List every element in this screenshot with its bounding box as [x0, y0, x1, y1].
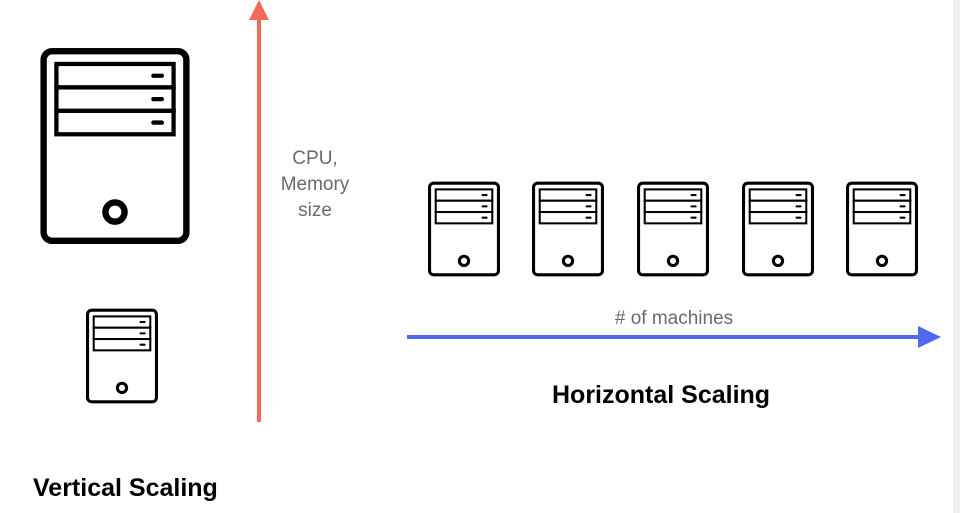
horizontal-arrow	[407, 326, 941, 348]
horizontal-server-icon-1	[428, 181, 500, 277]
horizontal-axis-label: # of machines	[614, 308, 734, 329]
horizontal-scaling-title: Horizontal Scaling	[552, 381, 771, 409]
vertical-axis-label-line-2: Memory	[280, 174, 350, 195]
large-server-icon	[40, 47, 190, 244]
horizontal-server-icon-3	[637, 181, 709, 277]
vertical-axis-label-line-3: size	[298, 200, 332, 221]
vertical-scaling-title: Vertical Scaling	[33, 474, 218, 502]
vertical-axis-label-line-1: CPU,	[292, 148, 338, 169]
vertical-axis-label: CPU, Memory size	[263, 146, 367, 224]
right-edge-strip	[953, 0, 960, 513]
horizontal-server-icon-2	[532, 181, 604, 277]
small-server-icon	[86, 308, 158, 404]
vertical-arrow	[249, 0, 269, 422]
horizontal-server-icon-4	[742, 181, 814, 277]
horizontal-server-icon-5	[846, 181, 918, 277]
